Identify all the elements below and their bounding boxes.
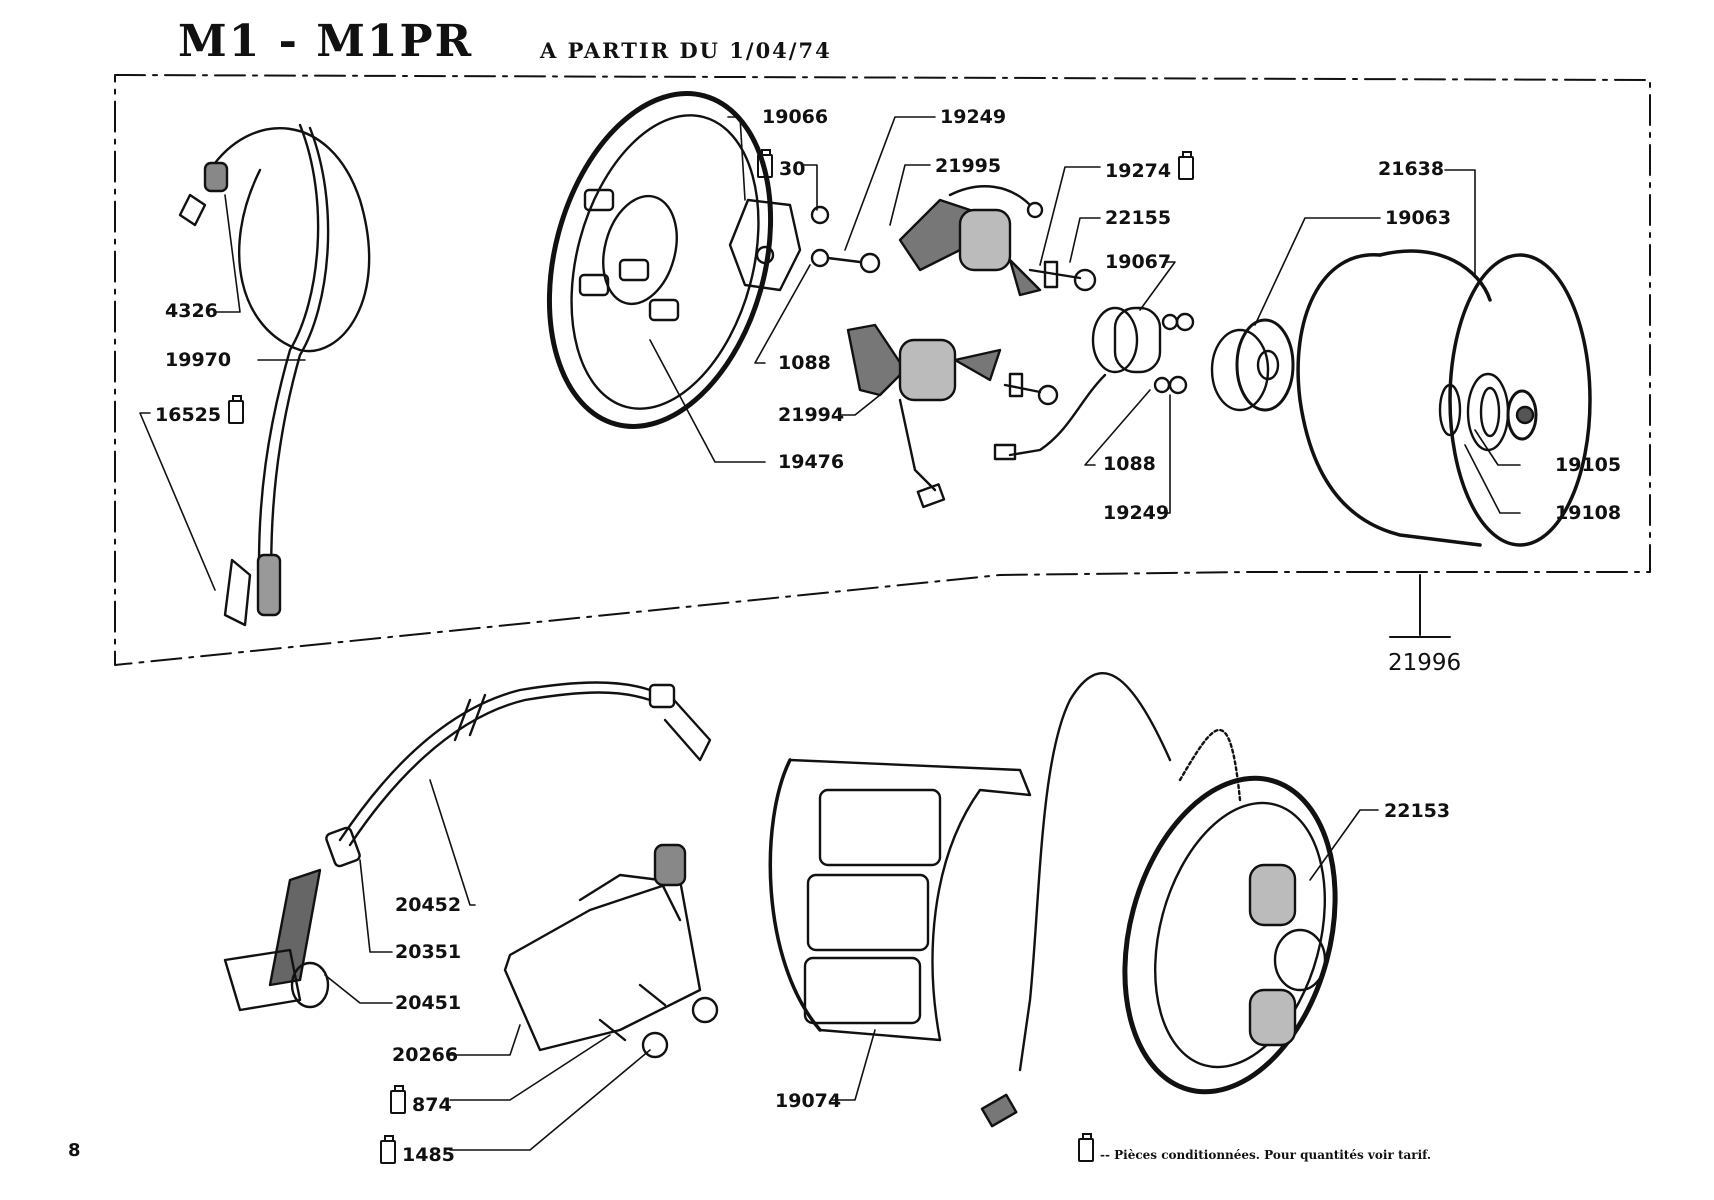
part-label: 20451 bbox=[395, 992, 462, 1014]
part-label-text: 16525 bbox=[155, 404, 222, 426]
part-label: 21638 bbox=[1378, 158, 1445, 180]
part-label: 22153 bbox=[1384, 800, 1451, 822]
page-subtitle: A PARTIR DU 1/04/74 bbox=[540, 38, 832, 63]
assembly-boundary bbox=[114, 74, 1651, 666]
part-label: 19476 bbox=[778, 451, 845, 473]
ignition-coil-upper-drawing bbox=[898, 185, 1044, 297]
part-label: 19108 bbox=[1555, 502, 1622, 524]
part-label-text: 19274 bbox=[1105, 160, 1172, 182]
part-label-text: 874 bbox=[412, 1094, 452, 1116]
flywheel-rotor-drawing bbox=[1296, 249, 1592, 547]
hub-drawing bbox=[1210, 318, 1295, 412]
footnote: -- Pièces conditionnées. Pour quantités … bbox=[1078, 1133, 1432, 1162]
parts-bag-icon bbox=[380, 1135, 396, 1164]
part-label: 20266 bbox=[392, 1044, 459, 1066]
part-label: 20351 bbox=[395, 941, 462, 963]
part-label: 21994 bbox=[778, 404, 845, 426]
external-coil-drawing bbox=[503, 843, 719, 1059]
parts-bag-icon bbox=[1177, 151, 1194, 180]
parts-bag-icon bbox=[757, 149, 773, 178]
parts-bag-icon bbox=[227, 395, 244, 424]
screw-drawing bbox=[1028, 260, 1097, 292]
part-label-bagged: 874 bbox=[390, 1085, 452, 1116]
lighting-coil-drawing bbox=[846, 323, 1059, 509]
part-label: 22155 bbox=[1105, 207, 1172, 229]
page-title: M1 - M1PR bbox=[178, 16, 474, 67]
part-label: 19249 bbox=[1103, 502, 1170, 524]
part-label: 19970 bbox=[165, 349, 232, 371]
parts-bag-icon bbox=[390, 1085, 406, 1114]
part-label: 19066 bbox=[762, 106, 829, 128]
part-label-bagged: 30 bbox=[757, 149, 806, 180]
part-label: 4326 bbox=[165, 300, 218, 322]
parts-bag-icon bbox=[1078, 1133, 1094, 1162]
part-label: 21995 bbox=[935, 155, 1002, 177]
part-label: 19249 bbox=[940, 106, 1007, 128]
part-label: 19105 bbox=[1555, 454, 1622, 476]
complete-stator-drawing bbox=[980, 672, 1338, 1128]
part-label-text: 1485 bbox=[402, 1144, 455, 1166]
page-number: 8 bbox=[68, 1140, 81, 1161]
part-label-text: 30 bbox=[779, 158, 806, 180]
part-label: 1088 bbox=[1103, 453, 1156, 475]
part-label: 20452 bbox=[395, 894, 462, 916]
condenser-drawing bbox=[993, 306, 1195, 461]
part-label: 19067 bbox=[1105, 251, 1172, 273]
part-label-bagged: 1485 bbox=[380, 1135, 455, 1166]
spark-plug-cable-drawing bbox=[325, 681, 712, 868]
part-label: 19074 bbox=[775, 1090, 842, 1112]
leader-lines bbox=[139, 116, 1521, 1151]
contact-breaker-drawing bbox=[728, 198, 881, 292]
footnote-text: -- Pièces conditionnées. Pour quantités … bbox=[1100, 1148, 1432, 1162]
part-label: 19063 bbox=[1385, 207, 1452, 229]
assembly-label: 21996 bbox=[1388, 650, 1462, 676]
flywheel-cover-drawing bbox=[768, 758, 1032, 1042]
part-label: 1088 bbox=[778, 352, 831, 374]
part-label-bagged: 19274 bbox=[1105, 151, 1200, 182]
part-label-bagged: 16525 bbox=[155, 395, 250, 426]
hv-cable-drawing bbox=[178, 123, 371, 627]
spark-plug-cap-drawing bbox=[223, 868, 330, 1012]
